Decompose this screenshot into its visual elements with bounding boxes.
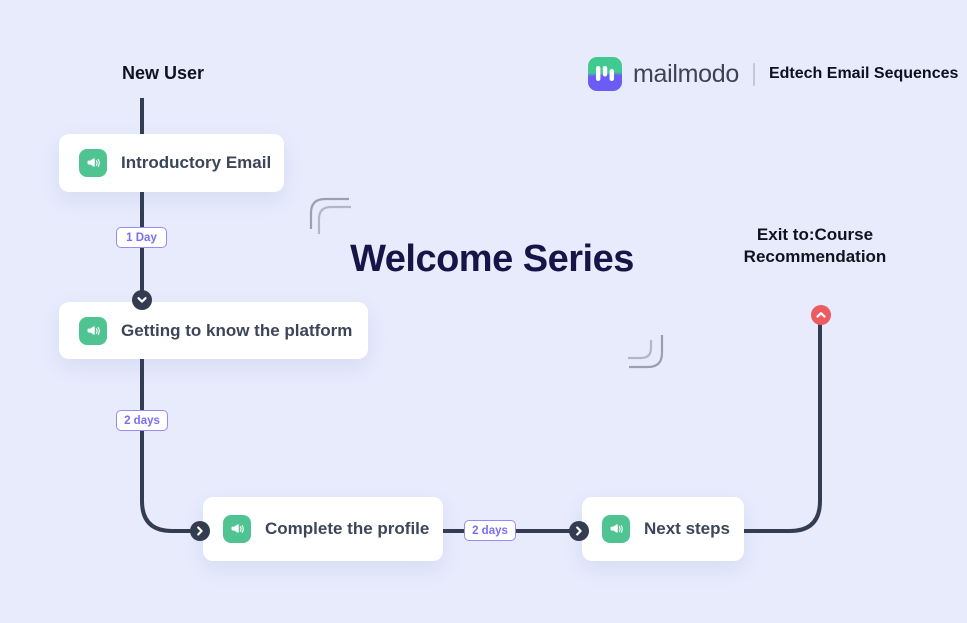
chevron-down-icon — [132, 290, 152, 310]
delay-badge-2-days[interactable]: 2 days — [116, 410, 168, 431]
node-label: Getting to know the platform — [121, 320, 353, 340]
megaphone-icon — [79, 149, 107, 177]
node-label: Introductory Email — [121, 153, 272, 172]
node-label: Next steps — [644, 519, 730, 538]
header-subtitle: Edtech Email Sequences — [768, 65, 959, 82]
decorative-corner-bottom-right — [628, 335, 664, 369]
header-brand-bar: mailmodo Edtech Email Sequences — [588, 57, 958, 91]
node-card-introductory-email[interactable]: Introductory Email — [59, 134, 284, 192]
node-card-next-steps[interactable]: Next steps — [582, 497, 744, 561]
delay-badge-1-day[interactable]: 1 Day — [116, 227, 167, 248]
header-divider — [752, 62, 755, 86]
decorative-corner-top-left — [309, 197, 351, 234]
node-label: Complete the profile — [265, 519, 430, 538]
mailmodo-logo-icon — [588, 57, 622, 91]
chevron-right-icon — [190, 521, 210, 541]
exit-label: Exit to:Course Recommendation — [743, 225, 887, 266]
megaphone-icon — [223, 515, 251, 543]
delay-badge-2-days[interactable]: 2 days — [464, 520, 516, 541]
chevron-right-icon — [569, 521, 589, 541]
entry-label-new-user: New User — [121, 63, 205, 83]
flow-title: Welcome Series — [350, 238, 634, 280]
megaphone-icon — [79, 316, 107, 345]
node-card-getting-to-know-platform[interactable]: Getting to know the platform — [59, 302, 368, 359]
node-card-complete-the-profile[interactable]: Complete the profile — [203, 497, 443, 561]
brand-name: mailmodo — [633, 59, 739, 88]
chevron-up-icon — [811, 305, 831, 325]
megaphone-icon — [602, 515, 630, 543]
